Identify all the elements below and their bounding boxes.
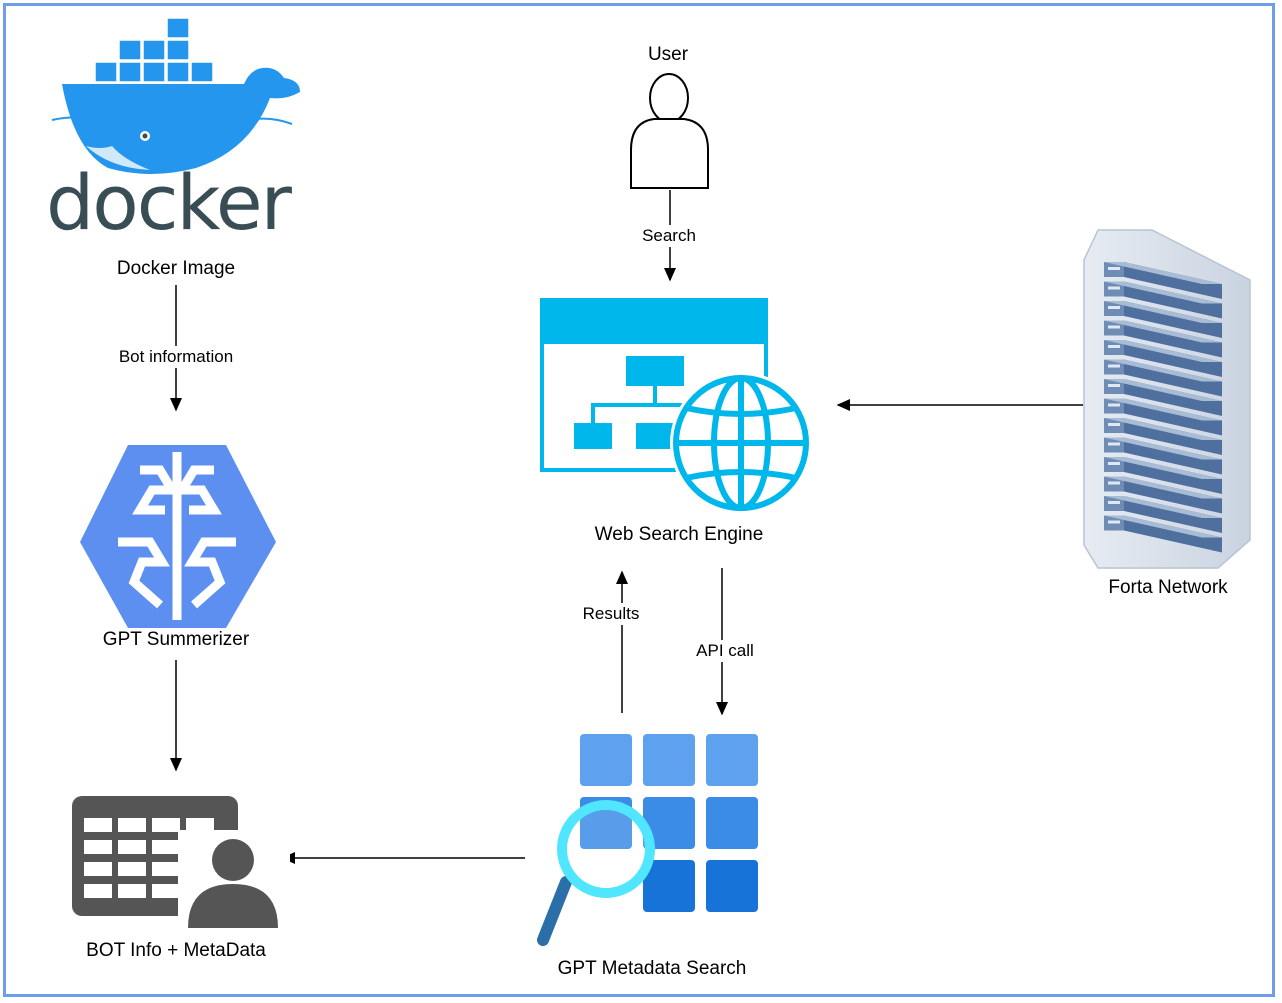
edge-label-bot-information: Bot information: [116, 346, 236, 368]
edge-label-api-call: API call: [694, 640, 756, 662]
server-rack-icon: [1083, 229, 1251, 569]
ai-brain-icon: [80, 445, 276, 628]
server-unit-led: [1108, 520, 1120, 524]
server-unit-led: [1108, 267, 1120, 270]
server-unit-top: [1104, 340, 1222, 362]
server-unit-top: [1104, 496, 1222, 518]
server-unit-led: [1108, 286, 1120, 290]
server-unit-led: [1108, 442, 1120, 446]
server-unit-top: [1104, 398, 1222, 421]
edge-label-results: Results: [580, 603, 642, 625]
server-unit-led: [1108, 345, 1120, 348]
server-unit-top: [1104, 320, 1222, 343]
server-unit-top: [1104, 301, 1222, 323]
server-unit-led: [1108, 325, 1120, 329]
gpt-metadata-search-label: GPT Metadata Search: [557, 958, 747, 979]
bot-info-label: BOT Info + MetaData: [86, 940, 266, 961]
server-unit-top: [1104, 262, 1222, 284]
server-unit-top: [1104, 281, 1222, 304]
forta-network-label: Forta Network: [1108, 577, 1228, 598]
server-unit-led: [1108, 306, 1120, 309]
grid-search-icon: [537, 734, 758, 946]
web-search-engine-label: Web Search Engine: [594, 524, 764, 545]
table-user-icon: [72, 796, 290, 936]
server-unit-top: [1104, 359, 1222, 382]
server-unit-led: [1108, 501, 1120, 504]
docker-logo-text: docker: [46, 158, 292, 247]
docker-image-label: Docker Image: [116, 258, 236, 279]
server-unit-top: [1104, 476, 1222, 499]
server-unit-led: [1108, 384, 1120, 387]
server-unit-top: [1104, 457, 1222, 479]
server-unit-led: [1108, 423, 1120, 426]
user-label: User: [647, 44, 689, 65]
server-unit-led: [1108, 462, 1120, 465]
server-unit-top: [1104, 379, 1222, 401]
edge-label-search: Search: [640, 225, 698, 247]
docker-whale-icon: [51, 17, 300, 174]
server-unit-top: [1104, 437, 1222, 460]
server-unit-led: [1108, 481, 1120, 485]
server-unit-top: [1104, 418, 1222, 440]
server-unit-led: [1108, 403, 1120, 407]
server-unit-led: [1108, 364, 1120, 368]
gpt-summerizer-label: GPT Summerizer: [102, 629, 250, 650]
server-unit-top: [1104, 515, 1222, 538]
user-icon: [630, 73, 709, 189]
web-sitemap-globe-icon: [540, 298, 812, 514]
